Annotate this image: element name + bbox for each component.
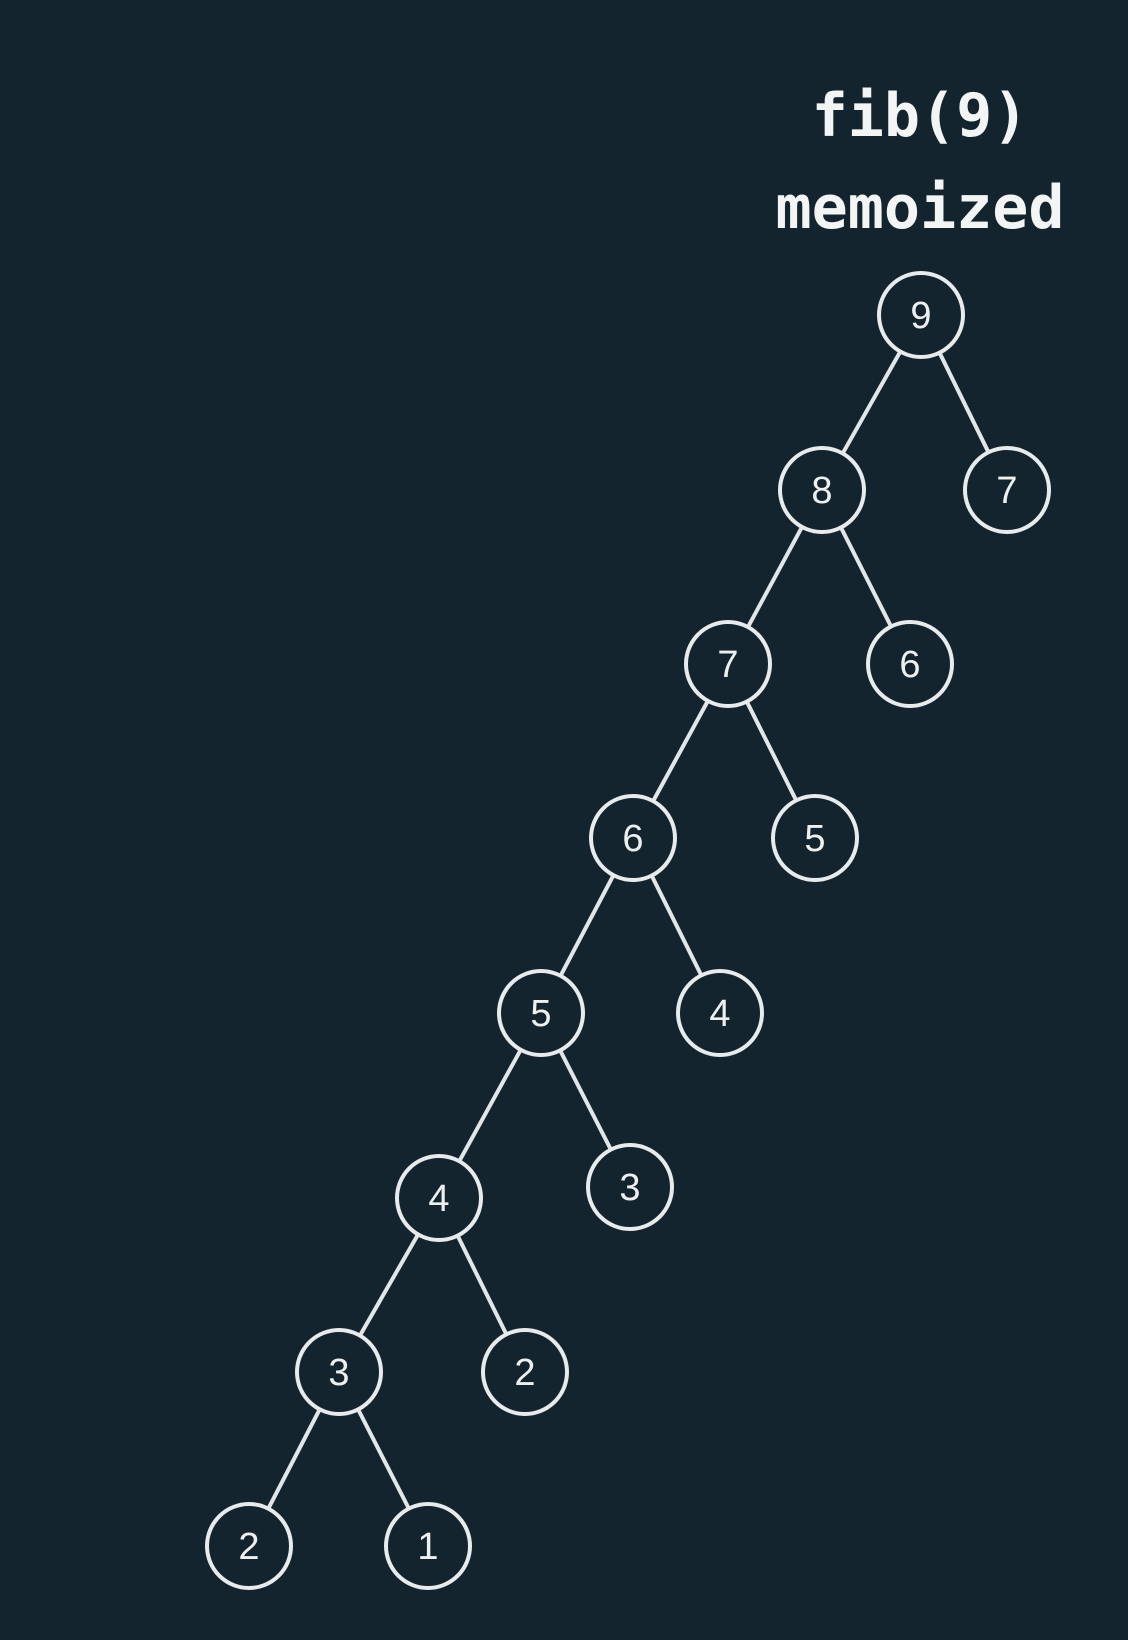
tree-node-label: 4: [428, 1178, 449, 1220]
tree-edge-n5-n4: [457, 1047, 523, 1164]
tree-node-n2: 2: [205, 1502, 293, 1590]
tree-node-n3: 3: [295, 1328, 383, 1416]
tree-edge-n7-n5r: [744, 699, 799, 803]
tree-node-circle: [384, 1502, 472, 1590]
tree-node-circle: [771, 794, 859, 882]
tree-node-n9: 9: [877, 271, 965, 359]
tree-edge-n8-n7: [745, 524, 805, 630]
tree-edge-n3-n2: [266, 1407, 322, 1511]
tree-edge-n9-n8: [840, 349, 903, 456]
tree-edge-n6-n5: [558, 873, 616, 978]
tree-node-circle: [295, 1328, 383, 1416]
tree-edge-n7-n6: [651, 698, 710, 804]
tree-node-label: 7: [717, 644, 738, 686]
tree-node-n7r: 7: [963, 446, 1051, 534]
tree-edge-n9-n7r: [937, 350, 991, 455]
tree-node-circle: [676, 969, 764, 1057]
tree-node-n3r: 3: [586, 1143, 674, 1231]
tree-node-label: 2: [238, 1526, 259, 1568]
tree-node-label: 9: [910, 295, 931, 337]
tree-edge-n6-n4r: [649, 873, 704, 978]
tree-node-label: 5: [804, 818, 825, 860]
tree-node-circle: [877, 271, 965, 359]
tree-node-label: 4: [709, 993, 730, 1035]
tree-node-n7: 7: [684, 620, 772, 708]
diagram-title: fib(9): [811, 81, 1029, 151]
tree-node-label: 7: [996, 470, 1017, 512]
tree-node-label: 2: [514, 1352, 535, 1394]
tree-node-n5: 5: [497, 969, 585, 1057]
tree-node-circle: [497, 969, 585, 1057]
tree-node-label: 6: [622, 818, 643, 860]
tree-node-circle: [684, 620, 772, 708]
tree-node-n2r: 2: [481, 1328, 569, 1416]
tree-node-label: 3: [619, 1167, 640, 1209]
tree-node-circle: [963, 446, 1051, 534]
tree-node-n4: 4: [395, 1154, 483, 1242]
tree-edge-n5-n3r: [558, 1048, 613, 1152]
tree-edge-n8-n6r: [838, 525, 894, 629]
tree-edge-n3-n1: [356, 1407, 411, 1511]
tree-node-n4r: 4: [676, 969, 764, 1057]
tree-edge-n4-n3: [357, 1232, 421, 1338]
tree-node-label: 5: [530, 993, 551, 1035]
tree-node-circle: [778, 446, 866, 534]
tree-edges: [266, 349, 991, 1511]
tree-node-n5r: 5: [771, 794, 859, 882]
tree-node-n1: 1: [384, 1502, 472, 1590]
tree-node-circle: [395, 1154, 483, 1242]
tree-node-circle: [866, 620, 954, 708]
tree-node-label: 1: [417, 1526, 438, 1568]
tree-node-n6: 6: [589, 794, 677, 882]
tree-node-circle: [205, 1502, 293, 1590]
tree-node-circle: [481, 1328, 569, 1416]
tree-node-label: 6: [899, 644, 920, 686]
tree-node-circle: [589, 794, 677, 882]
tree-edge-n4-n2r: [455, 1233, 509, 1337]
tree-node-circle: [586, 1143, 674, 1231]
tree-nodes: 9 8 7 7 6 6 5 5 4 4 3 3 2 2 1: [205, 271, 1051, 1590]
tree-node-label: 8: [811, 470, 832, 512]
diagram-subtitle: memoized: [775, 173, 1065, 243]
tree-node-label: 3: [328, 1352, 349, 1394]
tree-node-n6r: 6: [866, 620, 954, 708]
tree-node-n8: 8: [778, 446, 866, 534]
